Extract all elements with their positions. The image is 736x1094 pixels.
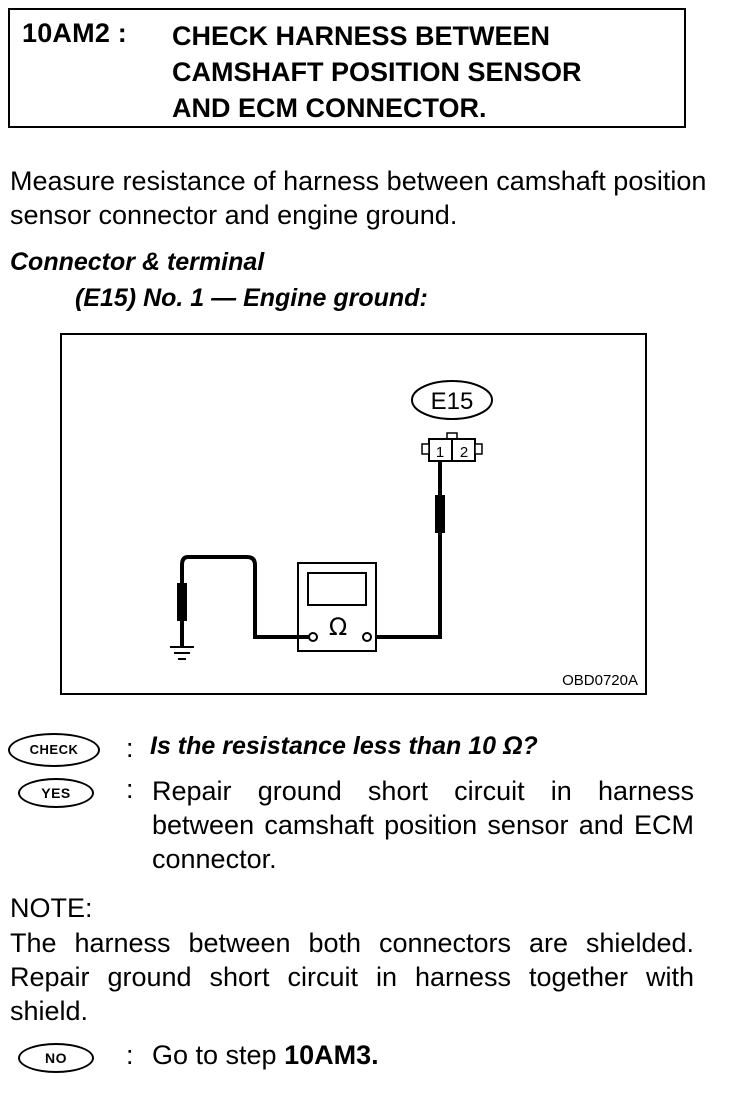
step-title-line-3: AND ECM CONNECTOR. <box>172 93 487 123</box>
step-title-line-2: CAMSHAFT POSITION SENSOR <box>172 57 582 87</box>
yes-action-text: Repair ground short circuit in harness b… <box>152 776 694 874</box>
check-icon: CHECK <box>8 733 100 767</box>
note-heading: NOTE: <box>10 893 93 923</box>
no-separator: : <box>126 1040 134 1070</box>
pin-2-label: 2 <box>460 444 468 461</box>
connector-label: E15 <box>431 388 474 415</box>
no-action-text: Go to step 10AM3. <box>152 1040 379 1071</box>
diagram-drawing: E15 1 2 Ω O <box>170 380 638 689</box>
ground-icon <box>170 646 194 660</box>
no-action-prefix: Go to step <box>152 1040 285 1070</box>
step-title: CHECK HARNESS BETWEEN CAMSHAFT POSITION … <box>172 18 582 126</box>
next-step-link[interactable]: 10AM3. <box>284 1040 379 1070</box>
ohm-symbol: Ω <box>329 613 347 641</box>
connector-spec: (E15) No. 1 — Engine ground: <box>75 284 428 312</box>
note-text: The harness between both connectors are … <box>10 928 694 1026</box>
check-separator: : <box>126 733 134 763</box>
yes-separator: : <box>126 774 134 804</box>
e15-connector-icon: 1 2 <box>421 432 483 462</box>
ohmmeter: Ω <box>297 562 377 652</box>
yes-icon: YES <box>18 778 94 808</box>
step-id: 10AM2 : <box>22 18 127 48</box>
connector-heading: Connector & terminal <box>10 248 265 276</box>
pin-1-label: 1 <box>436 444 444 461</box>
instruction-text: Measure resistance of harness between ca… <box>10 166 707 230</box>
probe-lead-right <box>373 461 445 639</box>
figure-code: OBD0720A <box>562 672 638 689</box>
step-header-box: 10AM2 : CHECK HARNESS BETWEEN CAMSHAFT P… <box>8 8 686 128</box>
check-question: Is the resistance less than 10 Ω? <box>150 732 538 760</box>
wiring-diagram: E15 1 2 Ω O <box>60 333 647 695</box>
no-icon: NO <box>18 1043 94 1073</box>
probe-lead-left <box>177 555 309 647</box>
step-title-line-1: CHECK HARNESS BETWEEN <box>172 21 551 51</box>
connector-label-bubble: E15 <box>411 380 493 420</box>
